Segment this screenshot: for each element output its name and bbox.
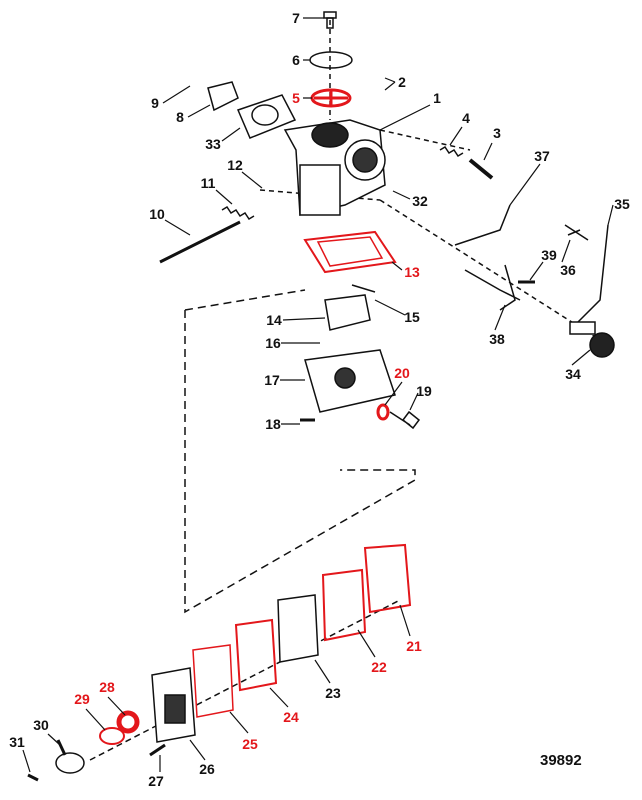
callout-5: 5 (292, 90, 300, 106)
screw-3-part (468, 158, 494, 180)
callout-19: 19 (416, 383, 432, 399)
gasket-29-part (99, 727, 125, 745)
callout-3: 3 (493, 125, 501, 141)
callout-12: 12 (227, 157, 243, 173)
figure-number: 39892 (540, 752, 582, 769)
fitting-19-part (389, 410, 421, 430)
cover-6-part (309, 51, 353, 69)
carburetor-body-part (283, 119, 386, 216)
gasket-21-part (363, 543, 412, 614)
diaphragm-5-part (310, 88, 352, 108)
callout-37: 37 (534, 148, 550, 164)
screw-7-part (323, 11, 337, 29)
diaphragm-axis-line (89, 599, 401, 761)
callout-25: 25 (242, 736, 258, 752)
clip-36-part (564, 224, 589, 241)
wire-35-part (574, 224, 609, 326)
callout-30: 30 (33, 717, 49, 733)
gasket-13-part (303, 230, 397, 274)
callout-23: 23 (325, 685, 341, 701)
callout-10: 10 (149, 206, 165, 222)
callout-26: 26 (199, 761, 215, 777)
filter-28-part (116, 710, 140, 734)
callout-4: 4 (462, 110, 470, 126)
callout-22: 22 (371, 659, 387, 675)
axis-dashed-line (259, 20, 601, 341)
callout-28: 28 (99, 679, 115, 695)
assembly-dashed-line (184, 289, 416, 614)
callout-8: 8 (176, 109, 184, 125)
callout-9: 9 (151, 95, 159, 111)
screw-31-part (27, 773, 39, 782)
callout-36: 36 (560, 262, 576, 278)
diaphragm-22-part (321, 568, 367, 642)
plate-23-part (277, 594, 319, 663)
callout-2: 2 (398, 74, 406, 90)
plate-30-part (55, 752, 85, 774)
gasket-33-part (236, 94, 297, 139)
callout-35: 35 (614, 196, 630, 212)
callout-6: 6 (292, 52, 300, 68)
callout-32: 32 (412, 193, 428, 209)
diaphragm-25-part (192, 644, 234, 718)
plate-8-part (207, 81, 239, 112)
callout-16: 16 (265, 335, 281, 351)
callout-7: 7 (292, 10, 300, 26)
spring-4-part (439, 145, 464, 158)
callout-27: 27 (148, 773, 164, 789)
callout-15: 15 (404, 309, 420, 325)
callout-14: 14 (266, 312, 282, 328)
callout-39: 39 (541, 247, 557, 263)
lever-38-part (499, 264, 516, 311)
callout-21: 21 (406, 638, 422, 654)
callout-18: 18 (265, 416, 281, 432)
callout-38: 38 (489, 331, 505, 347)
gasket-20-part (376, 403, 390, 421)
callout-13: 13 (404, 264, 420, 280)
callout-34: 34 (565, 366, 581, 382)
callout-1: 1 (433, 90, 441, 106)
leader-lines (22, 17, 614, 773)
float-bowl-17-part (304, 349, 396, 413)
shaft-10-part (159, 220, 241, 264)
callout-31: 31 (9, 734, 25, 750)
callout-33: 33 (205, 136, 221, 152)
callout-20: 20 (394, 365, 410, 381)
callout-24: 24 (283, 709, 299, 725)
callout-17: 17 (264, 372, 280, 388)
callout-29: 29 (74, 691, 90, 707)
screw-27-part (149, 743, 166, 757)
callout-11: 11 (200, 175, 216, 191)
gasket-24-part (234, 618, 278, 692)
spring-11-part (221, 205, 255, 221)
part-14 (324, 294, 371, 331)
knob-34-part (569, 321, 615, 358)
